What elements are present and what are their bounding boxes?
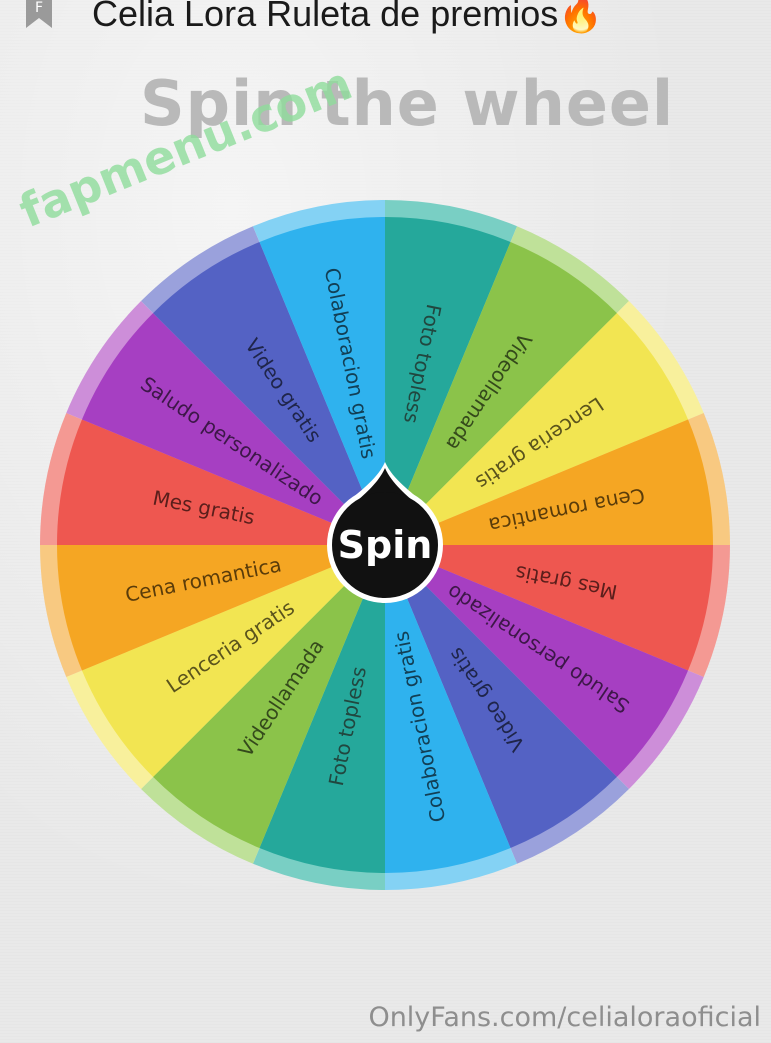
- fire-emoji: 🔥: [558, 0, 604, 34]
- bookmark-icon[interactable]: F: [24, 0, 54, 30]
- footer-credit: OnlyFans.com/celialoraoficial: [368, 1002, 761, 1033]
- post-title: Celia Lora Ruleta de premios🔥: [92, 0, 603, 36]
- wheel-segment: [385, 545, 617, 849]
- wheel-segment: [385, 313, 689, 545]
- wheel-heading: Spin the wheel: [140, 67, 675, 140]
- wheel-segments: [57, 217, 713, 873]
- spin-button-circle[interactable]: [332, 492, 438, 598]
- wheel-segment: [81, 313, 385, 545]
- wheel-segment: [385, 241, 617, 545]
- wheel-segment: [153, 545, 385, 849]
- wheel-segment: [259, 545, 385, 873]
- wheel-segment: [385, 217, 511, 545]
- post-header: F Celia Lora Ruleta de premios🔥: [0, 0, 771, 40]
- wheel-segment: [385, 545, 511, 873]
- wheel-segment: [57, 419, 385, 545]
- bookmark-letter: F: [35, 0, 43, 16]
- wheel-segment: [385, 419, 713, 545]
- wheel-segment: [385, 545, 713, 671]
- wheel-segment: [81, 545, 385, 777]
- wheel-segment: [57, 545, 385, 671]
- wheel-segment: [153, 241, 385, 545]
- spin-button-label: Spin: [338, 523, 433, 567]
- wheel-segment: [385, 545, 689, 777]
- post-title-text: Celia Lora Ruleta de premios: [92, 0, 559, 34]
- wheel-segment: [259, 217, 385, 545]
- spin-button[interactable]: Spin: [327, 462, 443, 603]
